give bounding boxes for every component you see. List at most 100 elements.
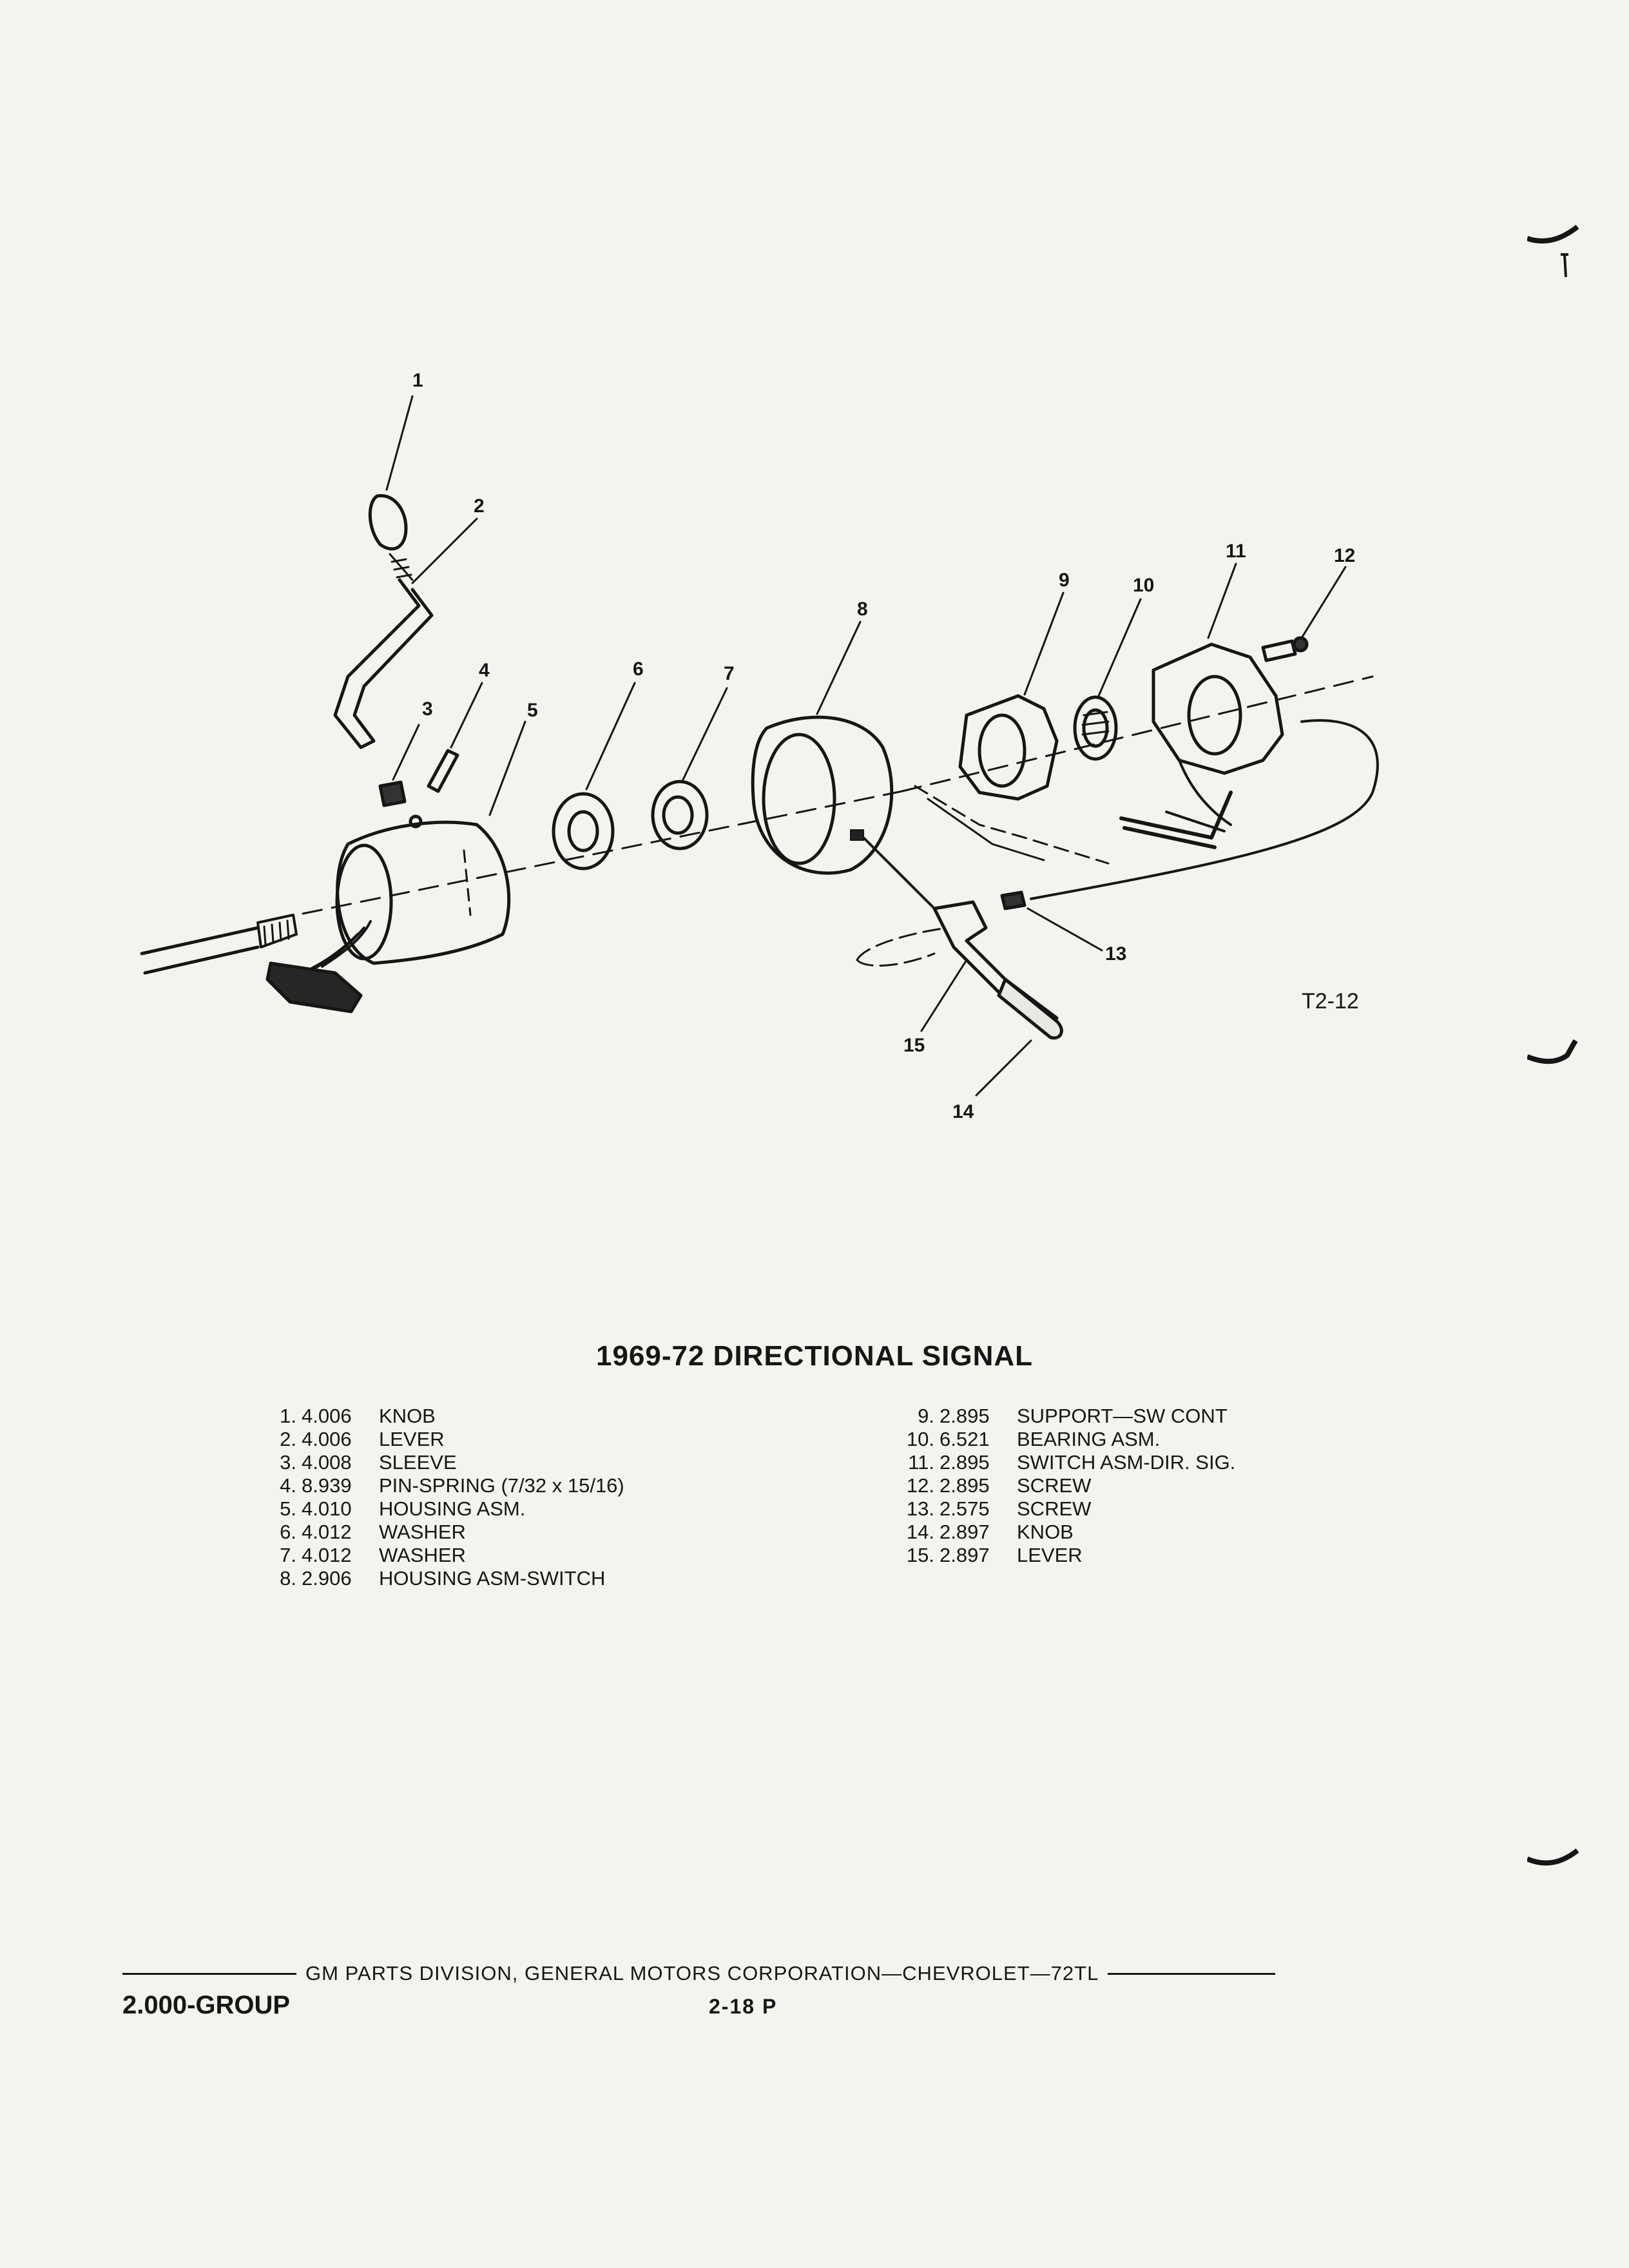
screw-12 bbox=[1261, 639, 1297, 662]
part-code: 2.575 bbox=[940, 1497, 990, 1520]
parts-row: 4. 8.939 PIN-SPRING (7/32 x 15/16) bbox=[245, 1474, 624, 1497]
callout-7: 7 bbox=[724, 663, 735, 684]
callout-9: 9 bbox=[1059, 570, 1070, 591]
part-description: BEARING ASM. bbox=[1017, 1428, 1161, 1450]
leader-8 bbox=[816, 620, 862, 715]
washer-6 bbox=[552, 792, 615, 870]
callout-8: 8 bbox=[857, 599, 868, 620]
part-number: 7. bbox=[280, 1544, 296, 1566]
leader-9 bbox=[1023, 591, 1065, 696]
part-description: WASHER bbox=[379, 1521, 466, 1543]
parts-row: 10. 6.521 BEARING ASM. bbox=[883, 1428, 1235, 1451]
leader-11 bbox=[1207, 562, 1237, 639]
part-description: PIN-SPRING (7/32 x 15/16) bbox=[379, 1474, 624, 1497]
part-number: 14. bbox=[906, 1521, 934, 1543]
bearing-assembly bbox=[1073, 695, 1118, 761]
callout-6: 6 bbox=[633, 658, 644, 680]
part-description: SUPPORT—SW CONT bbox=[1017, 1405, 1228, 1427]
part-number: 3. bbox=[280, 1451, 296, 1474]
lever-knob bbox=[368, 494, 408, 551]
part-number: 11. bbox=[908, 1451, 934, 1474]
publisher-line: GM PARTS DIVISION, GENERAL MOTORS CORPOR… bbox=[305, 1962, 1099, 1984]
shaft-splines bbox=[256, 914, 298, 948]
harness-connector bbox=[265, 961, 363, 1014]
footer-rule-right bbox=[1108, 1972, 1276, 1975]
tilt-knob bbox=[997, 977, 1063, 1040]
switch-wires bbox=[1119, 791, 1233, 849]
group-number: 2.000-GROUP bbox=[122, 1991, 291, 2019]
part-description: WASHER bbox=[379, 1544, 466, 1566]
part-code: 2.895 bbox=[940, 1451, 990, 1474]
callout-1: 1 bbox=[412, 370, 423, 391]
callout-13: 13 bbox=[1105, 943, 1126, 965]
leader-7 bbox=[682, 687, 728, 781]
part-number: 8. bbox=[280, 1567, 296, 1590]
pin-spring bbox=[427, 749, 459, 793]
callout-15: 15 bbox=[903, 1035, 925, 1056]
turn-signal-housing bbox=[336, 820, 511, 965]
part-description: KNOB bbox=[1017, 1521, 1074, 1543]
part-number: 10. bbox=[906, 1428, 934, 1450]
part-description: SCREW bbox=[1017, 1497, 1092, 1520]
figure-id: T2-12 bbox=[1302, 989, 1359, 1014]
part-number: 6. bbox=[280, 1521, 296, 1543]
callout-4: 4 bbox=[479, 660, 490, 681]
part-description: LEVER bbox=[379, 1428, 445, 1450]
leader-14 bbox=[975, 1039, 1032, 1097]
callout-5: 5 bbox=[527, 700, 538, 721]
part-description: SWITCH ASM-DIR. SIG. bbox=[1017, 1451, 1236, 1474]
leader-13 bbox=[1027, 907, 1103, 952]
callout-11: 11 bbox=[1226, 541, 1246, 562]
margin-mark-middle bbox=[1527, 1039, 1578, 1064]
page-number: 2-18 P bbox=[709, 1995, 778, 2018]
leader-5 bbox=[488, 720, 526, 816]
parts-row: 6. 4.012 WASHER bbox=[245, 1521, 624, 1544]
part-code: 8.939 bbox=[302, 1474, 352, 1497]
margin-mark-top bbox=[1527, 224, 1579, 278]
part-number: 15. bbox=[906, 1544, 934, 1566]
part-number: 13. bbox=[906, 1497, 934, 1520]
washer-7 bbox=[651, 780, 709, 850]
wiring-harness bbox=[302, 920, 372, 974]
exploded-diagram: 1 2 3 4 5 6 7 8 9 10 11 12 13 14 15 T2-1… bbox=[140, 370, 1379, 1122]
part-code: 4.006 bbox=[302, 1428, 352, 1450]
leader-15 bbox=[920, 959, 968, 1032]
part-code: 2.897 bbox=[940, 1544, 990, 1566]
part-code: 6.521 bbox=[940, 1428, 990, 1450]
parts-row: 15. 2.897 LEVER bbox=[883, 1544, 1235, 1567]
centre-line bbox=[302, 790, 903, 915]
part-description: HOUSING ASM. bbox=[379, 1497, 526, 1520]
turn-signal-lever bbox=[333, 578, 434, 749]
page-title: 1969-72 DIRECTIONAL SIGNAL bbox=[595, 1340, 1033, 1372]
part-number: 5. bbox=[280, 1497, 296, 1520]
leader-12 bbox=[1300, 566, 1347, 639]
part-description: LEVER bbox=[1017, 1544, 1083, 1566]
parts-row: 13. 2.575 SCREW bbox=[883, 1497, 1235, 1521]
leader-10 bbox=[1097, 598, 1142, 697]
switch-support bbox=[958, 694, 1059, 801]
callout-3: 3 bbox=[422, 698, 433, 720]
leader-6 bbox=[585, 682, 636, 791]
part-number: 1. bbox=[280, 1405, 296, 1427]
screw-13 bbox=[1000, 890, 1027, 910]
part-description: SLEEVE bbox=[379, 1451, 457, 1474]
part-description: KNOB bbox=[379, 1405, 436, 1427]
part-code: 2.906 bbox=[302, 1567, 352, 1590]
callout-12: 12 bbox=[1334, 545, 1355, 566]
steering-shaft bbox=[140, 926, 260, 975]
part-number: 4. bbox=[280, 1474, 296, 1497]
leader-3 bbox=[392, 724, 420, 781]
part-number: 12. bbox=[906, 1474, 934, 1497]
part-code: 4.012 bbox=[302, 1521, 352, 1543]
